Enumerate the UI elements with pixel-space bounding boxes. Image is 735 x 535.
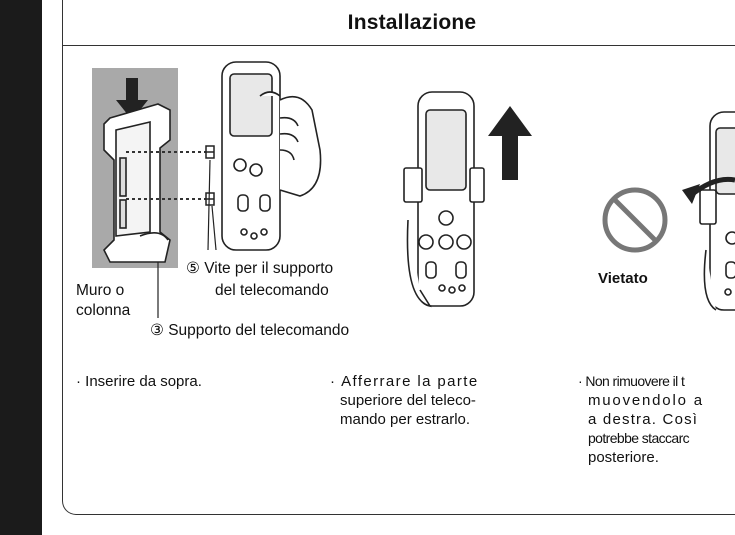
note-insert-from-top: · Inserire da sopra. [76,373,202,390]
remote-holder-image [103,103,171,263]
note-grab-line3: mando per estrarlo. [340,411,471,428]
screw-icon [205,145,215,206]
note-remove-line1: · Non rimuovere il t [578,373,685,389]
note-remove-line4: potrebbe staccarc [588,430,690,446]
page-title: Installazione [347,11,477,34]
screw-label-line2: del telecomando [215,282,329,299]
remote-cropped-image [699,111,735,311]
note-do-not-remove: · Non rimuovere il t muovendolo a a dest… [578,372,735,467]
note-grab-line1: · Afferrare la parte [330,373,479,390]
note-remove-line2: muovendolo a [588,392,704,409]
rotate-arrow-icon [682,176,735,204]
installation-panel [62,0,735,515]
note-grab-line2: superiore del teleco- [340,392,476,409]
note-remove-line5: posteriore. [588,449,659,466]
holder-label: ③ Supporto del telecomando [150,322,350,339]
note-remove-line3: a destra. Così [588,411,699,428]
remote-in-hand-image [221,61,322,251]
wall-label-line1: Muro o [76,282,125,299]
prohibited-label: Vietato [598,270,648,287]
left-margin-bar [0,0,42,535]
note-grab-top: · Afferrare la parte superiore del telec… [330,372,530,429]
panel-header-box [62,0,735,46]
screw-label-line1: ⑤ Vite per il supporto [186,260,334,277]
arrow-up-icon [488,106,532,180]
prohibited-icon [602,187,668,253]
remote-mounted-image [403,91,485,308]
arrow-down-icon [116,78,148,120]
wall-label-line2: colonna [76,302,131,319]
